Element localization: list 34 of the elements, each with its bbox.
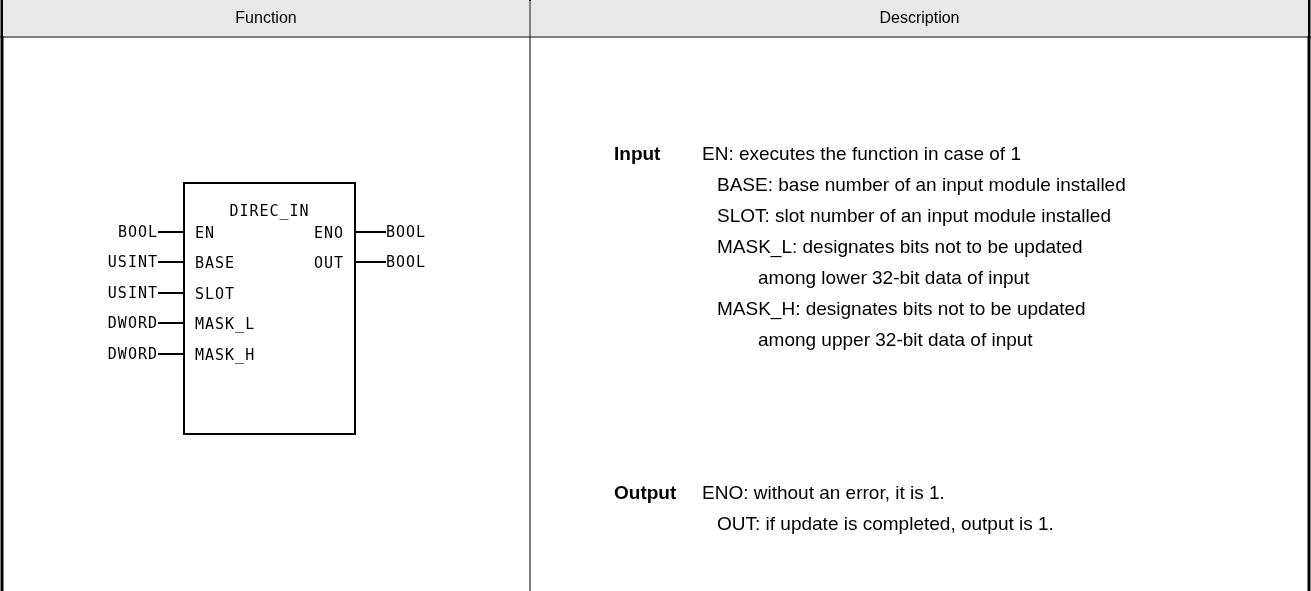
pin-name: EN xyxy=(195,224,216,242)
description-text: EN: executes the function in case of 1 xyxy=(702,142,1021,166)
pin-line xyxy=(355,261,387,263)
column-header: Description xyxy=(531,0,1308,36)
section-heading: Input xyxy=(614,142,661,166)
description-text: MASK_L: designates bits not to be updated among lower 32-bit data of input xyxy=(717,235,1084,290)
description-text: MASK_H: designates bits not to be updated among upper 32-bit data of input xyxy=(717,297,1087,352)
pin-name: MASK_H xyxy=(195,346,256,364)
description-text: BASE: base number of an input module installed xyxy=(717,173,1126,197)
description-text: OUT: if update is completed, output is 1. xyxy=(717,512,1054,536)
pin-line xyxy=(157,353,184,355)
pin-line xyxy=(355,231,387,233)
pin-line xyxy=(157,261,184,263)
pin-name: OUT xyxy=(313,254,344,272)
pin-line xyxy=(157,322,184,324)
section-heading: Output xyxy=(614,481,677,505)
block-title: DIREC_IN xyxy=(228,202,311,220)
description-text: SLOT: slot number of an input module installed xyxy=(717,204,1111,228)
data-type-label: BOOL xyxy=(386,222,427,242)
data-type-label: DWORD xyxy=(107,344,158,364)
data-type-label: USINT xyxy=(107,283,158,303)
data-type-label: BOOL xyxy=(386,252,427,272)
column-header: Function xyxy=(3,0,529,36)
pin-name: SLOT xyxy=(195,285,236,303)
pin-name: BASE xyxy=(195,254,236,272)
data-type-label: USINT xyxy=(107,252,158,272)
pin-line xyxy=(157,292,184,294)
data-type-label: DWORD xyxy=(107,313,158,333)
pin-name: MASK_L xyxy=(195,315,256,333)
pin-line xyxy=(157,231,184,233)
pin-name: ENO xyxy=(313,224,344,242)
data-type-label: BOOL xyxy=(117,222,158,242)
function-block xyxy=(183,182,356,435)
description-text: ENO: without an error, it is 1. xyxy=(702,481,945,505)
